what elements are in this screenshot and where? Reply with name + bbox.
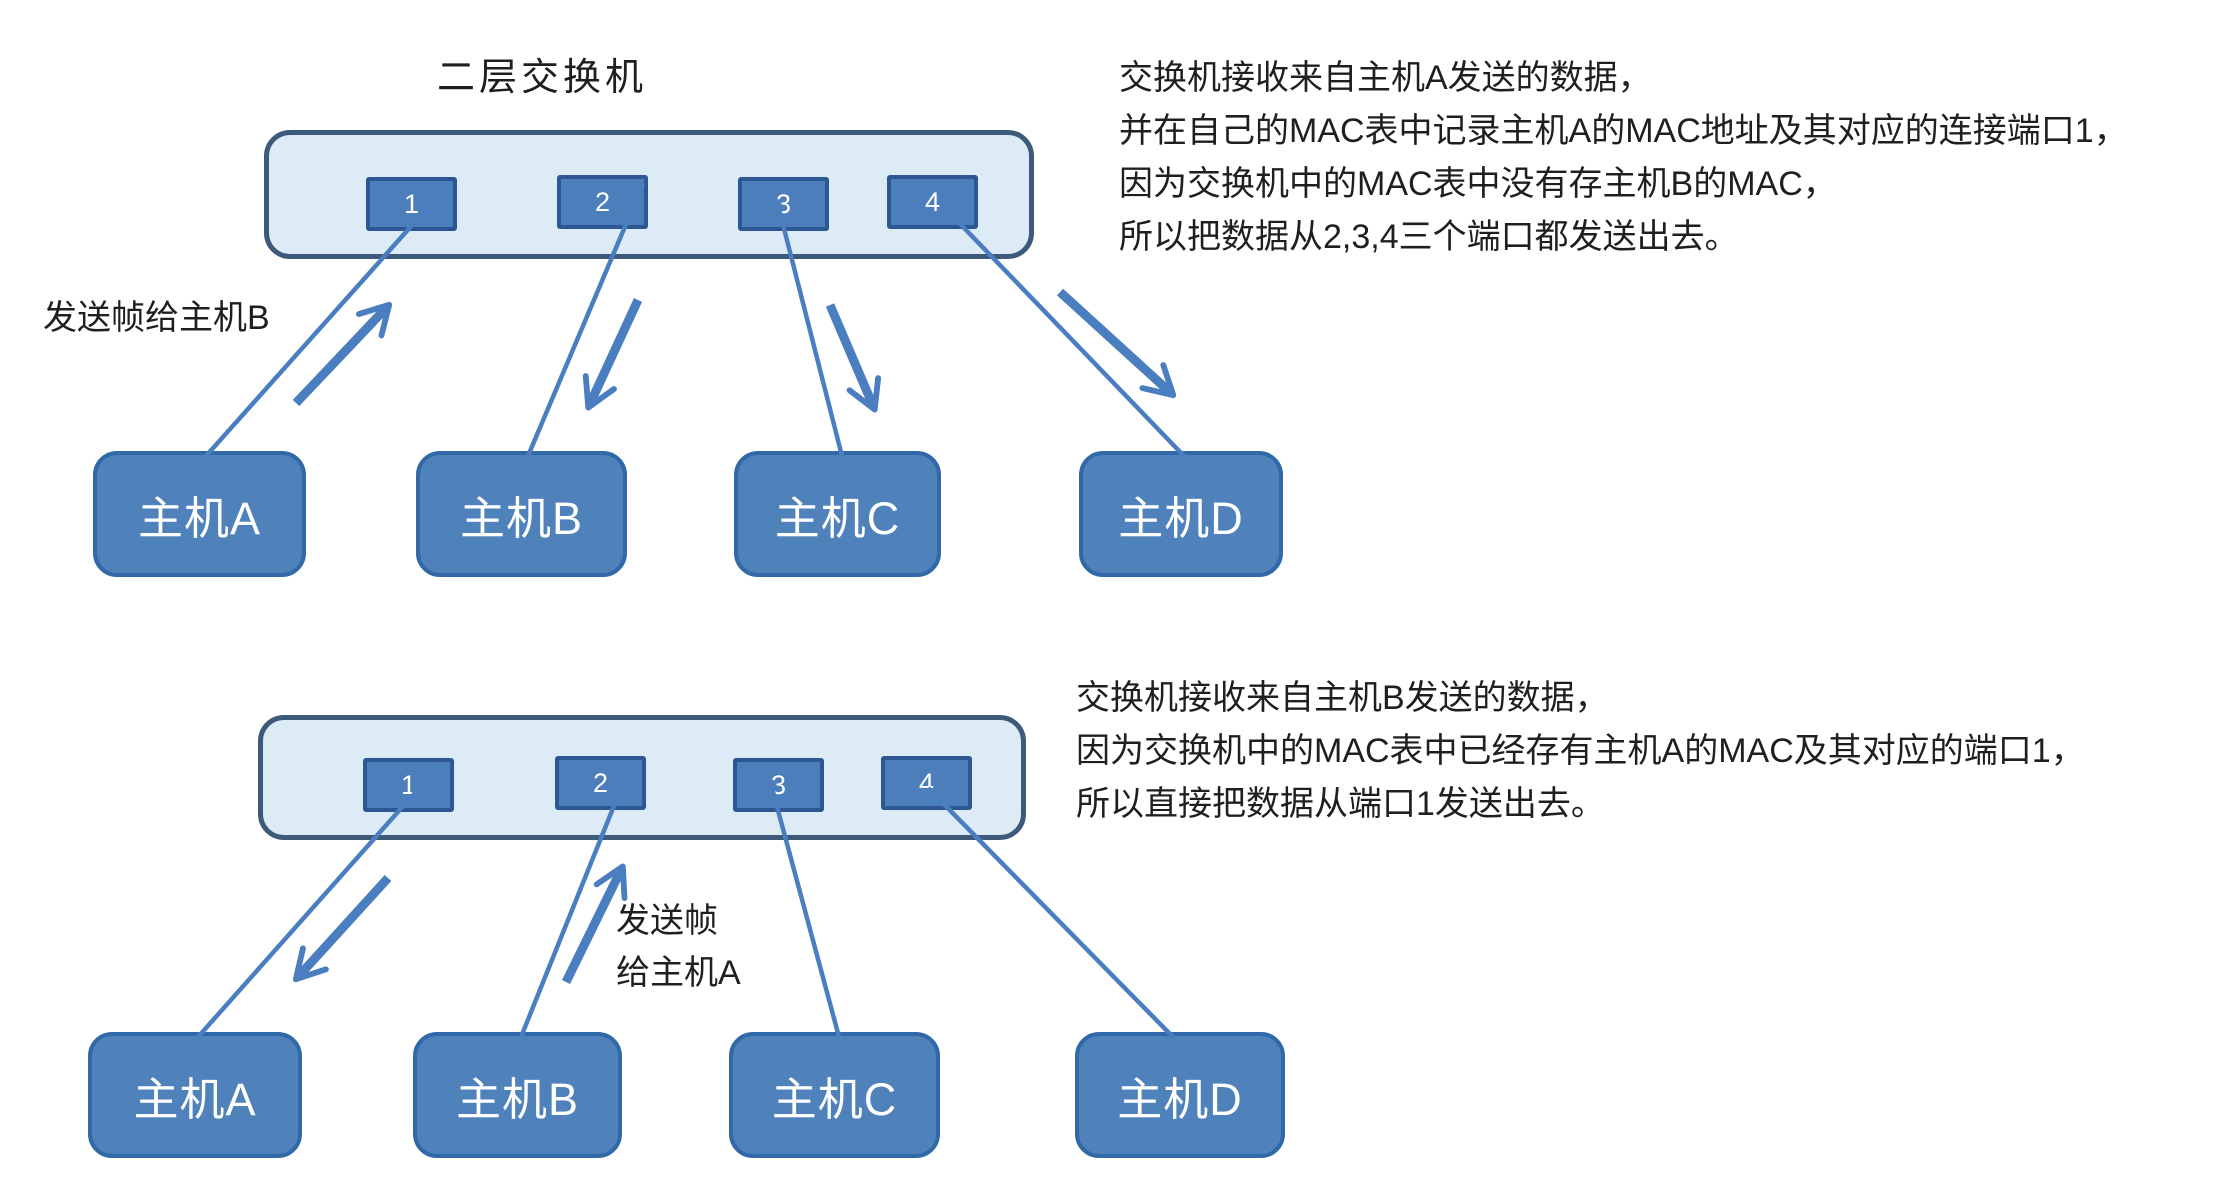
bottom-send-frame-label: 发送帧 给主机A: [616, 895, 741, 999]
bottom-host-a: 主机A: [88, 1032, 302, 1158]
top-layer2-switch: 1 2 3 4: [264, 130, 1034, 259]
top-note-line-1: 交换机接收来自主机A发送的数据，: [1119, 59, 1652, 97]
bottom-host-d: 主机D: [1075, 1032, 1285, 1158]
top-send-frame-label: 发送帧给主机B: [43, 299, 270, 337]
top-flow-arrow-port4-down: [1056, 288, 1177, 399]
top-port-3: 3: [738, 177, 829, 231]
top-note-line-4: 所以把数据从2,3,4三个端口都发送出去。: [1119, 218, 1739, 256]
top-port-2: 2: [557, 175, 648, 229]
bottom-port-1: 1: [363, 758, 454, 812]
bottom-host-b: 主机B: [413, 1032, 622, 1158]
bottom-flow-arrow-hostb-up: [561, 863, 628, 984]
top-note: 交换机接收来自主机A发送的数据， 并在自己的MAC表中记录主机A的MAC地址及其…: [1119, 52, 2128, 264]
top-note-line-2: 并在自己的MAC表中记录主机A的MAC地址及其对应的连接端口1，: [1119, 112, 2128, 150]
top-host-b: 主机B: [416, 451, 627, 577]
bottom-layer2-switch: 1 2 3 4: [258, 715, 1026, 840]
top-port-4: 4: [887, 175, 978, 229]
bottom-port-3: 3: [733, 758, 824, 812]
top-host-c: 主机C: [734, 451, 941, 577]
bottom-note-line-3: 所以直接把数据从端口1发送出去。: [1076, 785, 1605, 823]
top-host-a: 主机A: [93, 451, 306, 577]
bottom-port-4: 4: [881, 756, 972, 810]
bottom-host-c: 主机C: [729, 1032, 940, 1158]
bottom-send-frame-line-1: 发送帧: [616, 902, 718, 940]
bottom-note: 交换机接收来自主机B发送的数据， 因为交换机中的MAC表中已经存有主机A的MAC…: [1076, 672, 2085, 831]
bottom-flow-arrow-port1-down: [292, 874, 392, 983]
top-note-line-3: 因为交换机中的MAC表中没有存主机B的MAC，: [1119, 165, 1837, 203]
top-port-1: 1: [366, 177, 457, 231]
top-flow-arrow-port2-down: [582, 298, 643, 411]
bottom-note-line-2: 因为交换机中的MAC表中已经存有主机A的MAC及其对应的端口1，: [1076, 732, 2085, 770]
bottom-note-line-1: 交换机接收来自主机B发送的数据，: [1076, 679, 1609, 717]
top-switch-title: 二层交换机: [436, 57, 647, 99]
top-flow-arrow-hosta-up: [292, 301, 393, 407]
bottom-port-2: 2: [555, 756, 646, 810]
top-flow-arrow-port3-down: [825, 303, 882, 413]
top-host-d: 主机D: [1079, 451, 1283, 577]
bottom-send-frame-line-2: 给主机A: [616, 954, 741, 992]
